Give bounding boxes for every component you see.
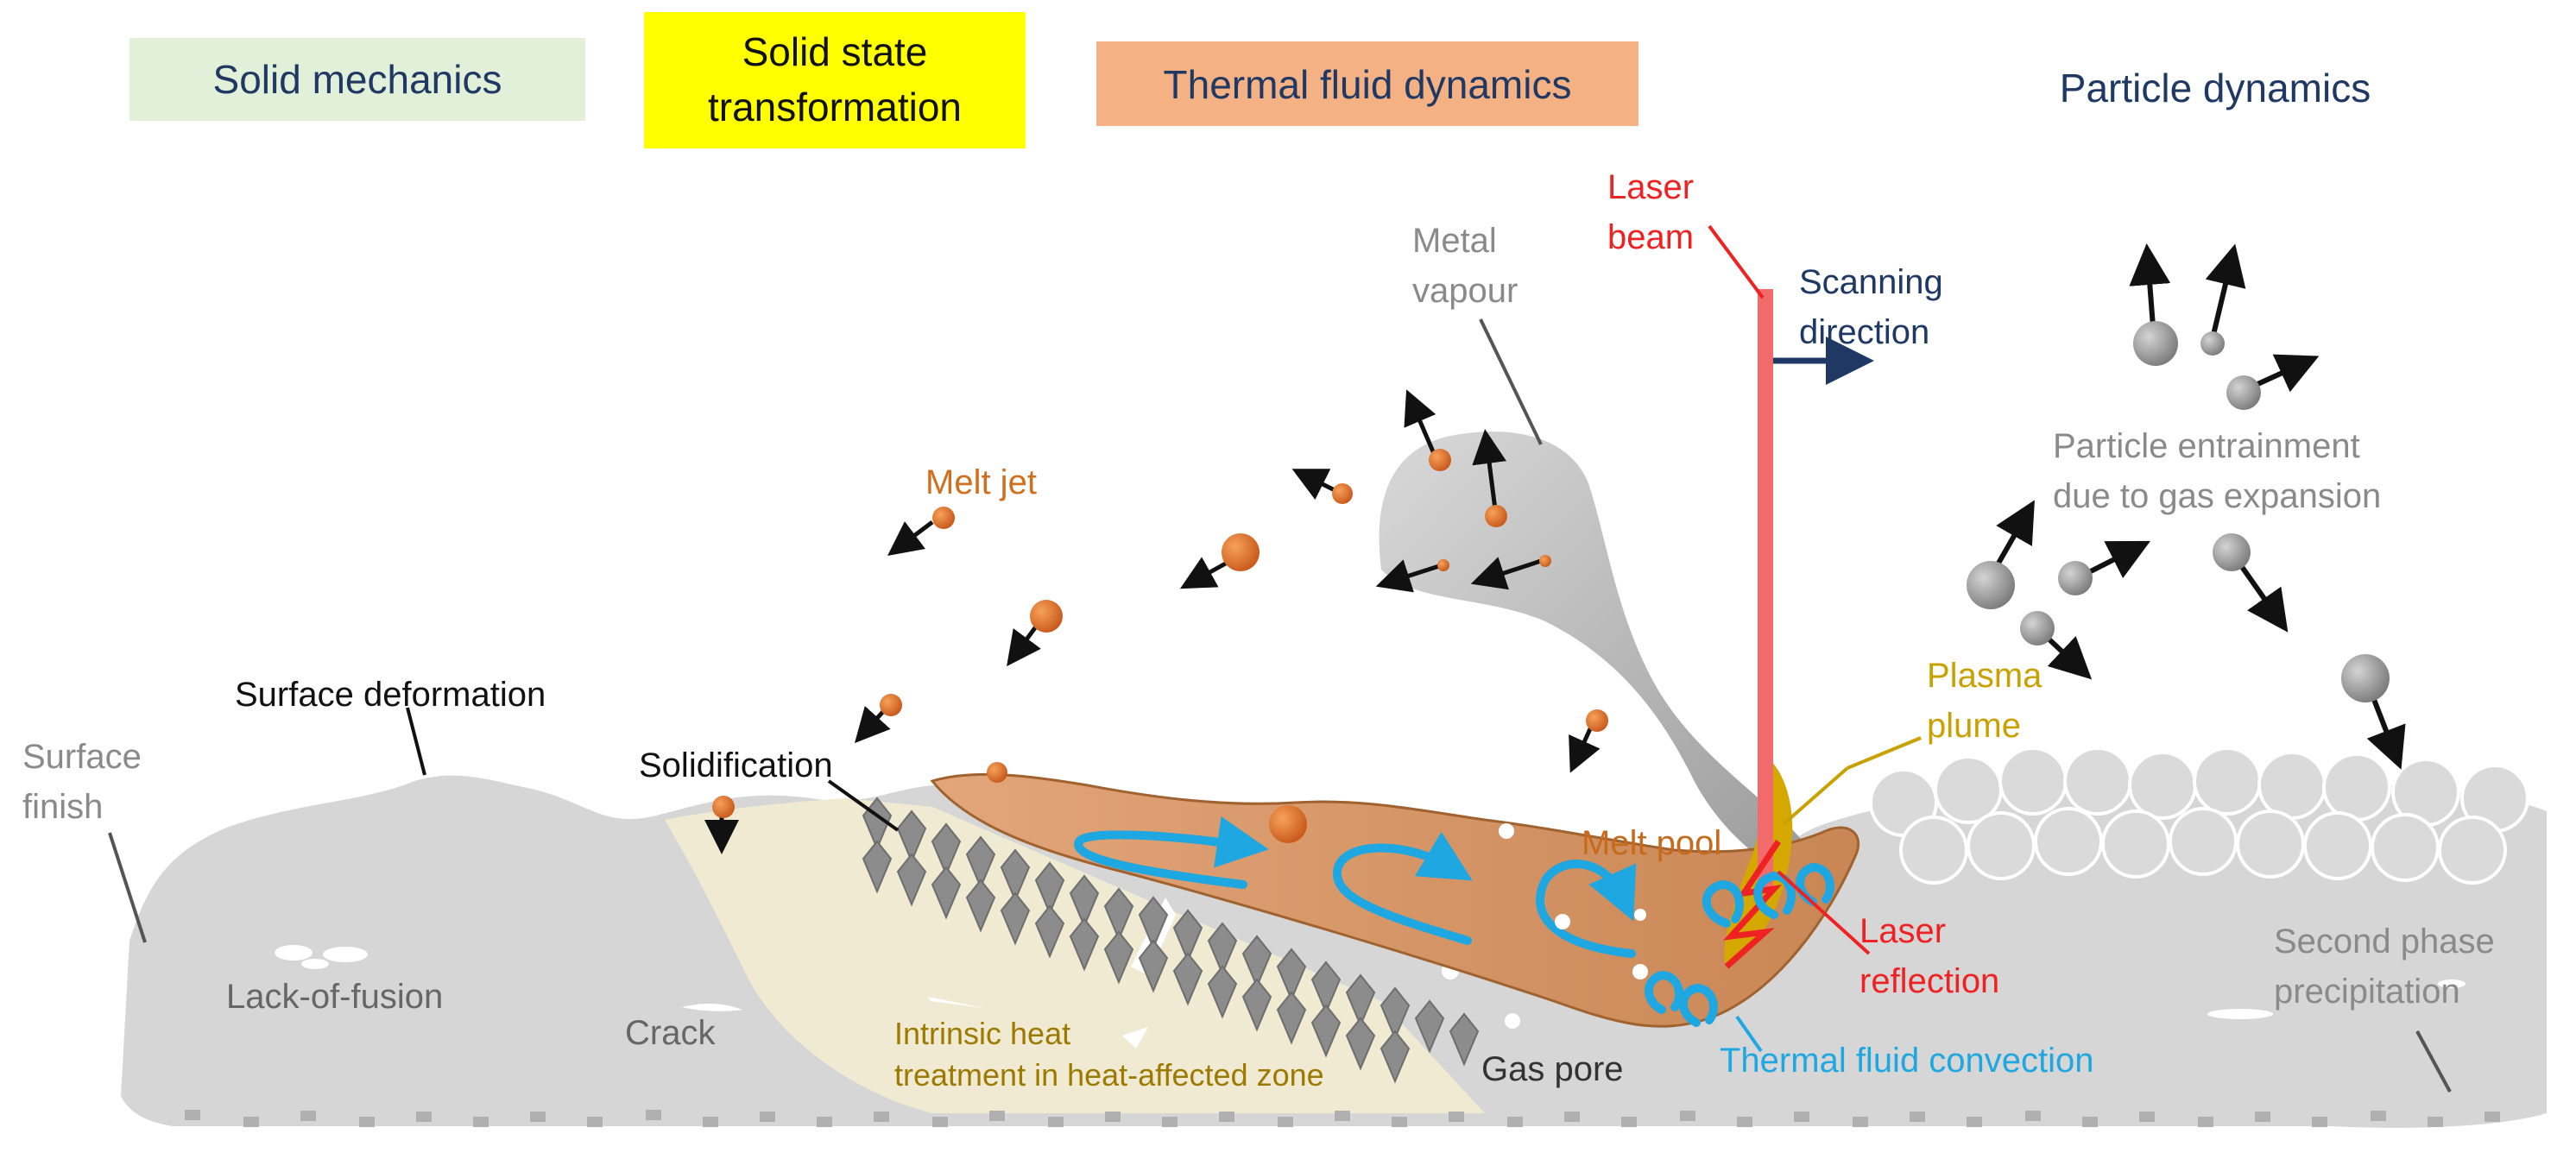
solidification-label: Solidification	[639, 746, 833, 784]
header-solid-state: Solid state transformation	[644, 12, 1026, 148]
metal-vapour-label-line1: Metal	[1412, 222, 1497, 260]
particle-entrainment-label-line2: due to gas expansion	[2053, 477, 2381, 515]
surface-finish-label-line1: Surface	[22, 738, 142, 776]
scanning-label-line1: Scanning	[1799, 263, 1943, 301]
plasma-label-line2: plume	[1927, 707, 2021, 745]
laser-reflection-label-line1: Laser	[1859, 912, 1946, 950]
convection-loops	[1074, 816, 1834, 1027]
laser-beam-label-line2: beam	[1607, 218, 1694, 256]
laser-reflection-label-line2: reflection	[1859, 962, 1999, 1000]
second-phase-label-line2: precipitation	[2274, 973, 2460, 1011]
surface-deformation-label: Surface deformation	[235, 676, 546, 714]
heat-treatment-label-line1: Intrinsic heat	[894, 1016, 1070, 1051]
scanning-label-line2: direction	[1799, 313, 1929, 351]
thermal-convection-label: Thermal fluid convection	[1720, 1042, 2094, 1080]
precipitates-row	[185, 1110, 2500, 1127]
thermal-fluid-box	[1096, 41, 1638, 126]
header-solid-mechanics: Solid mechanics	[129, 38, 585, 121]
dendrites	[862, 797, 1480, 1084]
solid-state-title-line2: transformation	[708, 85, 962, 129]
metal-vapour-label-line2: vapour	[1412, 272, 1518, 310]
particle-dynamics-title: Particle dynamics	[2060, 66, 2371, 110]
crack-label: Crack	[625, 1014, 716, 1052]
metal-vapour	[1379, 431, 1813, 881]
melt-pool-label: Melt pool	[1582, 824, 1721, 862]
laser-reflection-zigzag	[1723, 840, 1783, 969]
heat-treatment-label-line2: treatment in heat-affected zone	[894, 1057, 1324, 1093]
solid-mechanics-title: Solid mechanics	[213, 57, 502, 102]
second-phase-label-line1: Second phase	[2274, 923, 2495, 961]
solid-mechanics-box	[129, 38, 585, 121]
heat-affected-zone	[665, 798, 1485, 1113]
entrained-particles	[1967, 243, 2406, 770]
melt-jet-droplets	[704, 389, 1608, 854]
surface-finish-label-line2: finish	[22, 788, 103, 826]
laser-beam-label-line1: Laser	[1607, 168, 1694, 206]
plasma-label-line1: Plasma	[1927, 657, 2042, 695]
gas-pores	[1499, 823, 1648, 1029]
lack-of-fusion-label: Lack-of-fusion	[226, 978, 443, 1016]
melt-jet-label: Melt jet	[925, 463, 1037, 501]
solid-state-title-line1: Solid state	[742, 29, 928, 74]
leader-lines	[108, 224, 2452, 1093]
laser-beam	[1758, 289, 1773, 893]
gas-pore-label: Gas pore	[1481, 1050, 1624, 1088]
powder-bed	[1869, 746, 2529, 885]
solid-state-box	[644, 12, 1026, 148]
particle-entrainment-label-line1: Particle entrainment	[2053, 427, 2360, 465]
header-thermal-fluid: Thermal fluid dynamics	[1096, 41, 1638, 126]
thermal-fluid-title: Thermal fluid dynamics	[1164, 62, 1572, 107]
